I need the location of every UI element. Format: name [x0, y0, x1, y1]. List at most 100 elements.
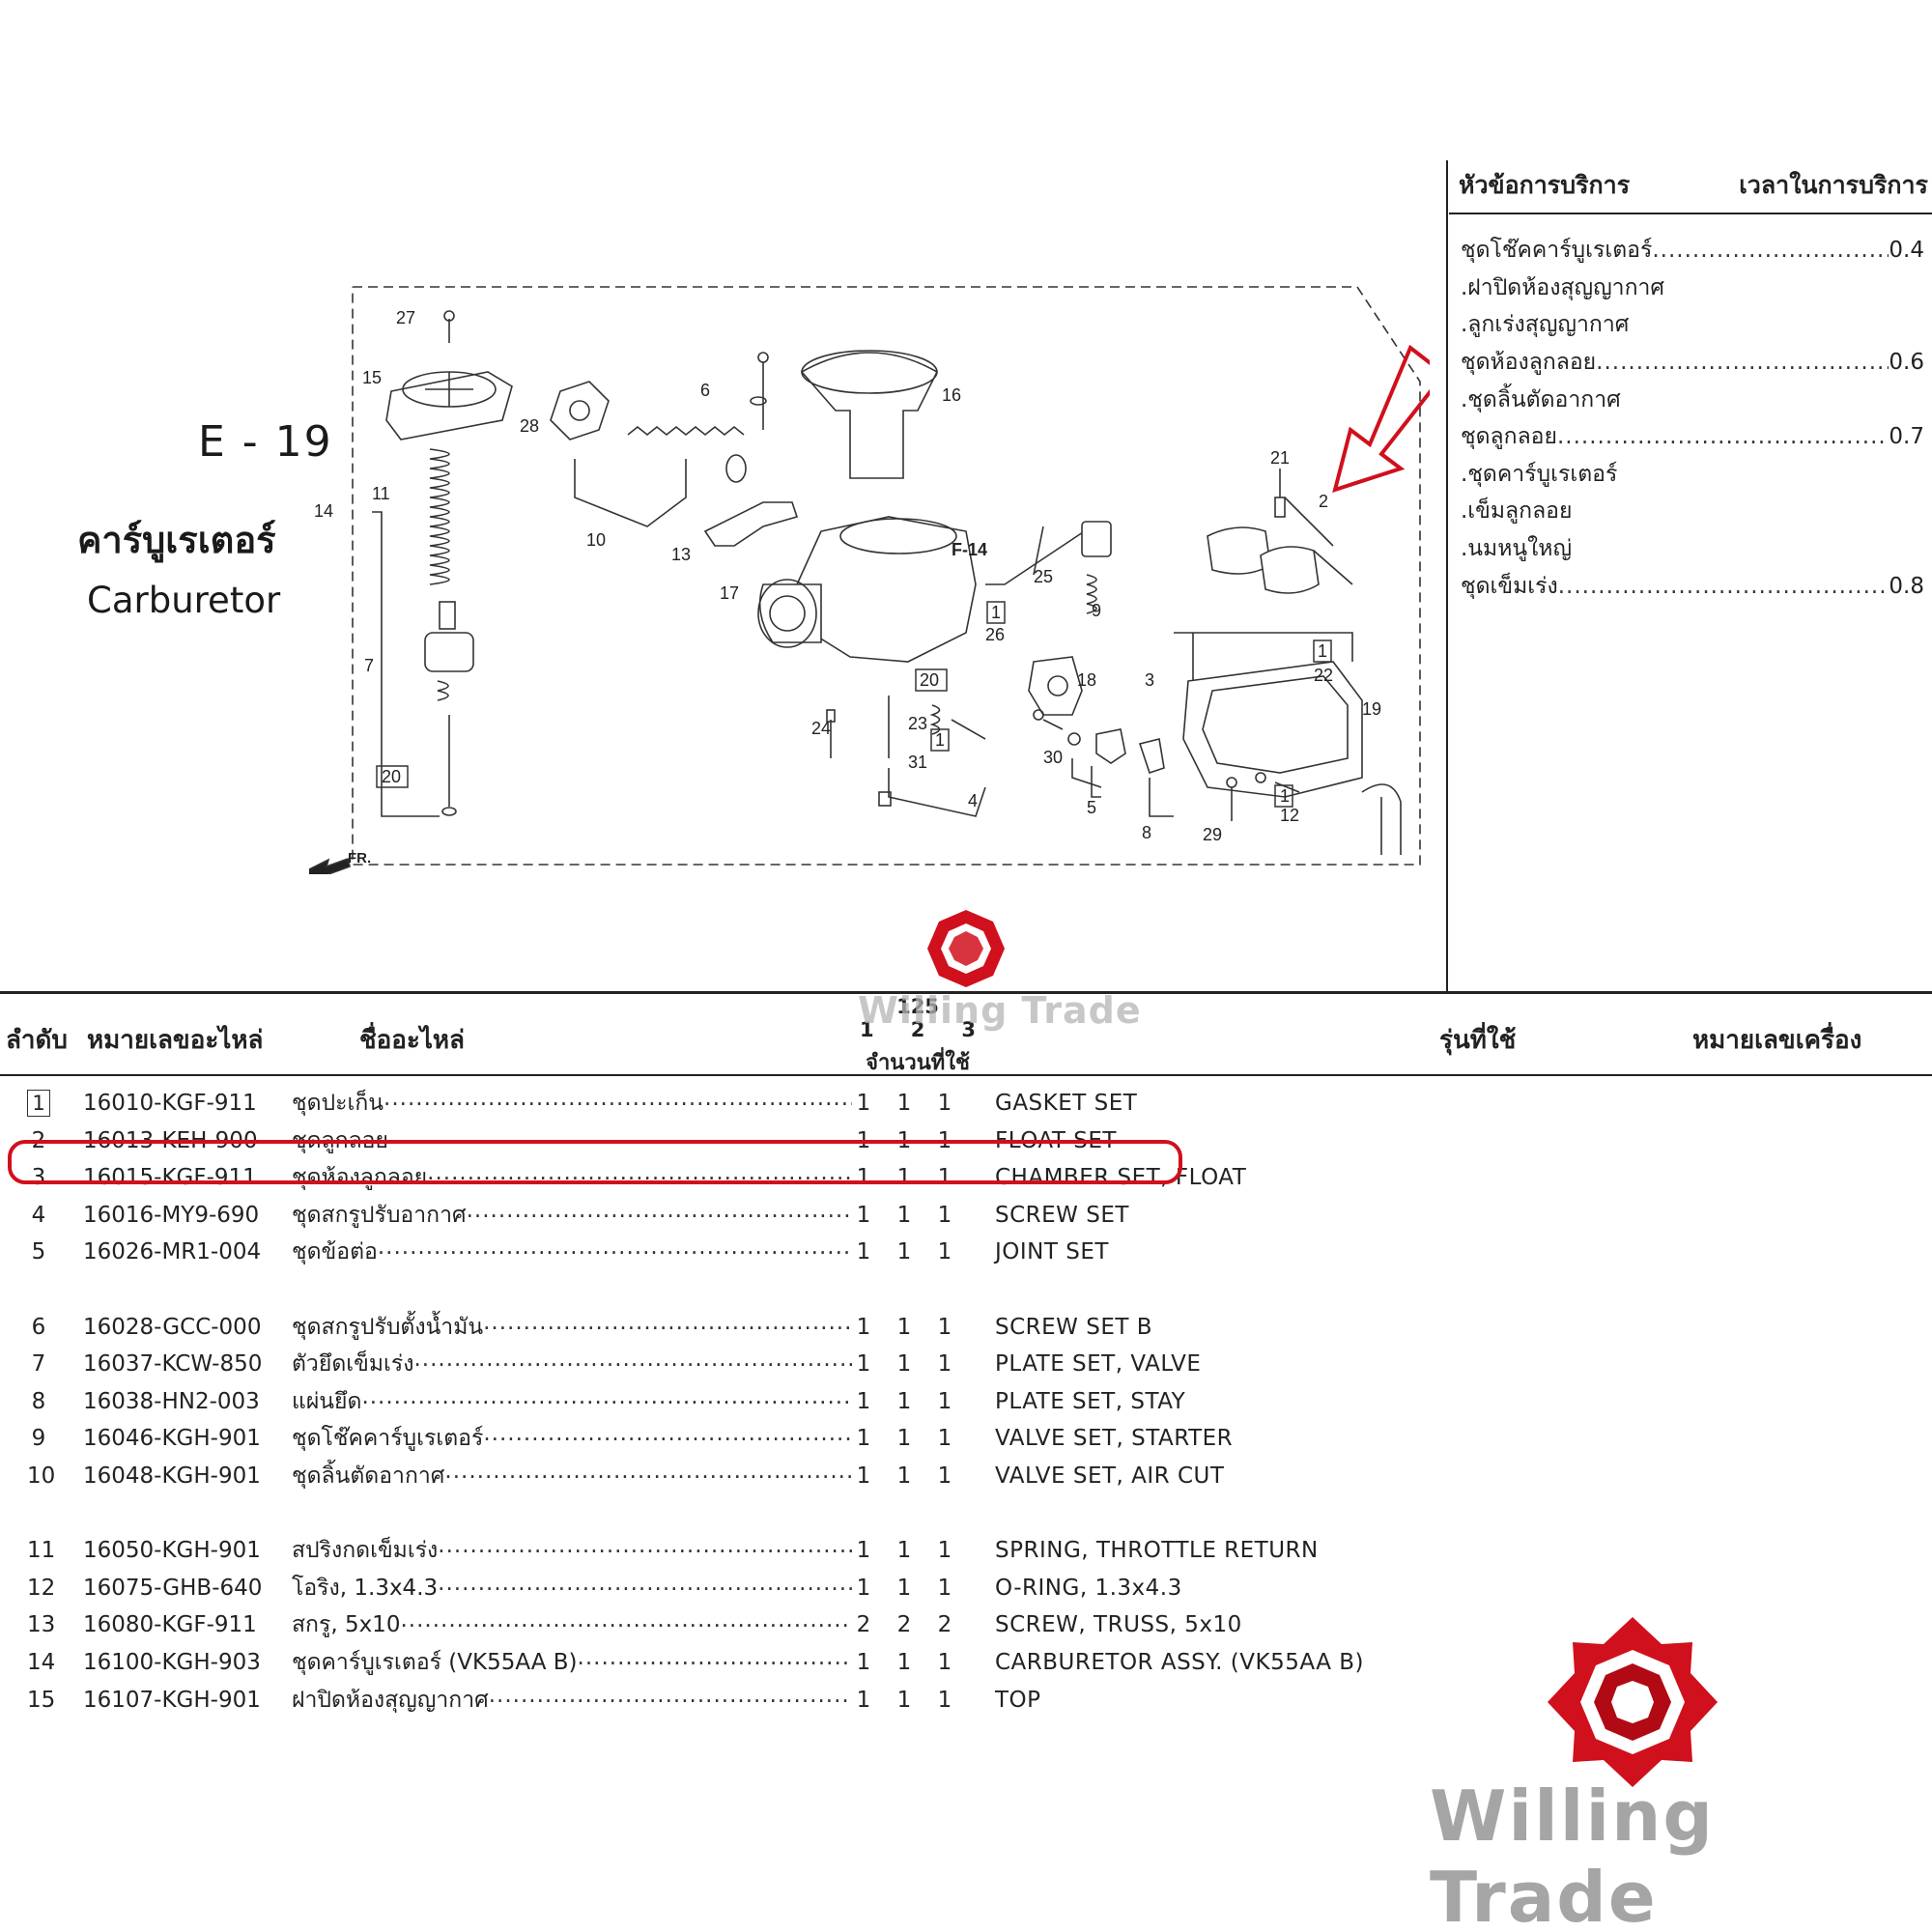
callout-26: 26 [985, 625, 1005, 644]
qty-2: 1 [896, 1314, 912, 1340]
model-code: 125 [896, 995, 939, 1018]
callout-14: 14 [314, 501, 333, 521]
red-pointer-arrow-icon [1332, 344, 1430, 494]
callout-8: 8 [1142, 823, 1151, 842]
service-item: ชุดเข็มเร่ง0.8 [1461, 567, 1924, 605]
column-header-quantity: 125 1 2 3 จำนวนที่ใช้ [850, 995, 985, 1079]
qty-2: 1 [896, 1575, 912, 1601]
part-name-thai: ชุดคาร์บูเรเตอร์ (VK55AA B) [292, 1645, 852, 1680]
service-header-topic: หัวข้อการบริการ [1459, 171, 1631, 199]
callout-21: 21 [1270, 448, 1290, 468]
panel-divider [1446, 160, 1448, 991]
part-name-english: VALVE SET, STARTER [995, 1426, 1234, 1452]
part-name-english: PLATE SET, STAY [995, 1388, 1186, 1414]
qty-3: 1 [937, 1650, 952, 1675]
qty-1: 1 [856, 1538, 871, 1564]
part-name-thai: ชุดลิ้นตัดอากาศ [292, 1459, 852, 1493]
row-number: 11 [27, 1538, 56, 1564]
callout-box-1d: 1 [1280, 786, 1290, 806]
service-item: ชุดโช๊คคาร์บูเรเตอร์0.4 [1461, 232, 1924, 270]
part-name-thai: สปริงกดเข็มเร่ง [292, 1533, 852, 1568]
qty-3: 1 [937, 1388, 952, 1414]
part-number: 16038-HN2-003 [83, 1388, 260, 1414]
watermark-logo-small-icon [927, 910, 1005, 987]
part-number: 16015-KGF-911 [83, 1165, 257, 1191]
qty-1: 1 [856, 1388, 871, 1414]
qty-1: 1 [856, 1426, 871, 1452]
qty-2: 1 [896, 1650, 912, 1675]
part-name-english: PLATE SET, VALVE [995, 1351, 1202, 1378]
part-name-english: SCREW, TRUSS, 5x10 [995, 1612, 1242, 1638]
qty-1: 1 [856, 1463, 871, 1489]
row-number: 5 [31, 1239, 46, 1265]
part-name-english: SPRING, THROTTLE RETURN [995, 1538, 1319, 1564]
row-number: 7 [31, 1351, 46, 1378]
part-number: 16010-KGF-911 [83, 1091, 257, 1116]
callout-16: 16 [942, 385, 961, 405]
service-header: หัวข้อการบริการ เวลาในการบริการ [1459, 166, 1928, 205]
qty-3: 1 [937, 1426, 952, 1452]
watermark-text-large: Willing Trade [1430, 1776, 1715, 1932]
column-header-part-no: หมายเลขอะไหล่ [87, 1026, 264, 1055]
part-number: 16080-KGF-911 [83, 1612, 257, 1638]
part-name-thai: ชุดข้อต่อ [292, 1235, 852, 1269]
callout-24: 24 [811, 719, 831, 738]
part-name-thai: โอริง, 1.3x4.3 [292, 1571, 852, 1605]
row-number: 9 [31, 1426, 46, 1452]
row-number: 10 [27, 1463, 56, 1489]
row-number: 4 [31, 1202, 46, 1228]
service-item: .ลูกเร่งสุญญากาศ [1461, 312, 1630, 338]
qty-1: 1 [856, 1687, 871, 1713]
qty-1: 1 [856, 1575, 871, 1601]
service-header-time: เวลาในการบริการ [1739, 171, 1928, 199]
callout-15: 15 [362, 368, 382, 387]
part-name-thai: ฝาปิดห้องสุญญากาศ [292, 1683, 852, 1718]
table-row: 616028-GCC-000ชุดสกรูปรับตั้งน้ำมัน111SC… [0, 1309, 1449, 1346]
qty-2: 1 [896, 1202, 912, 1228]
callout-31: 31 [908, 753, 927, 772]
part-number: 16046-KGH-901 [83, 1426, 261, 1452]
callout-10: 10 [586, 530, 606, 550]
qty-3: 1 [937, 1202, 952, 1228]
qty-2: 1 [896, 1351, 912, 1378]
service-item: .ชุดคาร์บูเรเตอร์ [1461, 461, 1618, 487]
service-item: ชุดลูกลอย0.7 [1461, 418, 1924, 456]
qty-1: 1 [856, 1351, 871, 1378]
qty-2: 1 [896, 1426, 912, 1452]
part-name-thai: ชุดสกรูปรับอากาศ [292, 1198, 852, 1233]
qty-2: 1 [896, 1091, 912, 1116]
qty-3: 1 [937, 1091, 952, 1116]
callout-23: 23 [908, 714, 927, 733]
part-number: 16107-KGH-901 [83, 1687, 261, 1713]
service-item: .เข็มลูกลอย [1461, 498, 1573, 525]
qty-2: 1 [896, 1239, 912, 1265]
part-name-english: SCREW SET B [995, 1314, 1152, 1340]
qty-3: 1 [937, 1687, 952, 1713]
service-item: .ชุดลิ้นตัดอากาศ [1461, 386, 1621, 412]
qty-3: 2 [937, 1612, 952, 1638]
exploded-parts-diagram: 27 15 28 6 16 14 11 10 13 21 2 17 F-14 2… [309, 286, 1430, 874]
qty-3: 1 [937, 1239, 952, 1265]
qty-1: 1 [856, 1091, 871, 1116]
part-number: 16050-KGH-901 [83, 1538, 261, 1564]
table-header-top-rule [0, 991, 1932, 994]
part-name-english: CHAMBER SET, FLOAT [995, 1165, 1247, 1191]
qty-2: 2 [896, 1612, 912, 1638]
service-item: .นมหนูใหญ่ [1461, 536, 1573, 562]
qty-col-2: 2 [910, 1018, 925, 1041]
service-item: .ฝาปิดห้องสุญญากาศ [1461, 274, 1665, 300]
part-number: 16028-GCC-000 [83, 1314, 262, 1340]
table-row: 916046-KGH-901ชุดโช๊คคาร์บูเรเตอร์111VAL… [0, 1420, 1449, 1457]
callout-28: 28 [520, 416, 539, 436]
qty-col-1: 1 [860, 1018, 874, 1041]
row-number: 12 [27, 1575, 56, 1601]
front-direction-label: FR. [348, 850, 371, 867]
part-name-english: SCREW SET [995, 1202, 1129, 1228]
callout-9: 9 [1092, 601, 1101, 620]
section-title-english: Carburetor [87, 580, 281, 621]
